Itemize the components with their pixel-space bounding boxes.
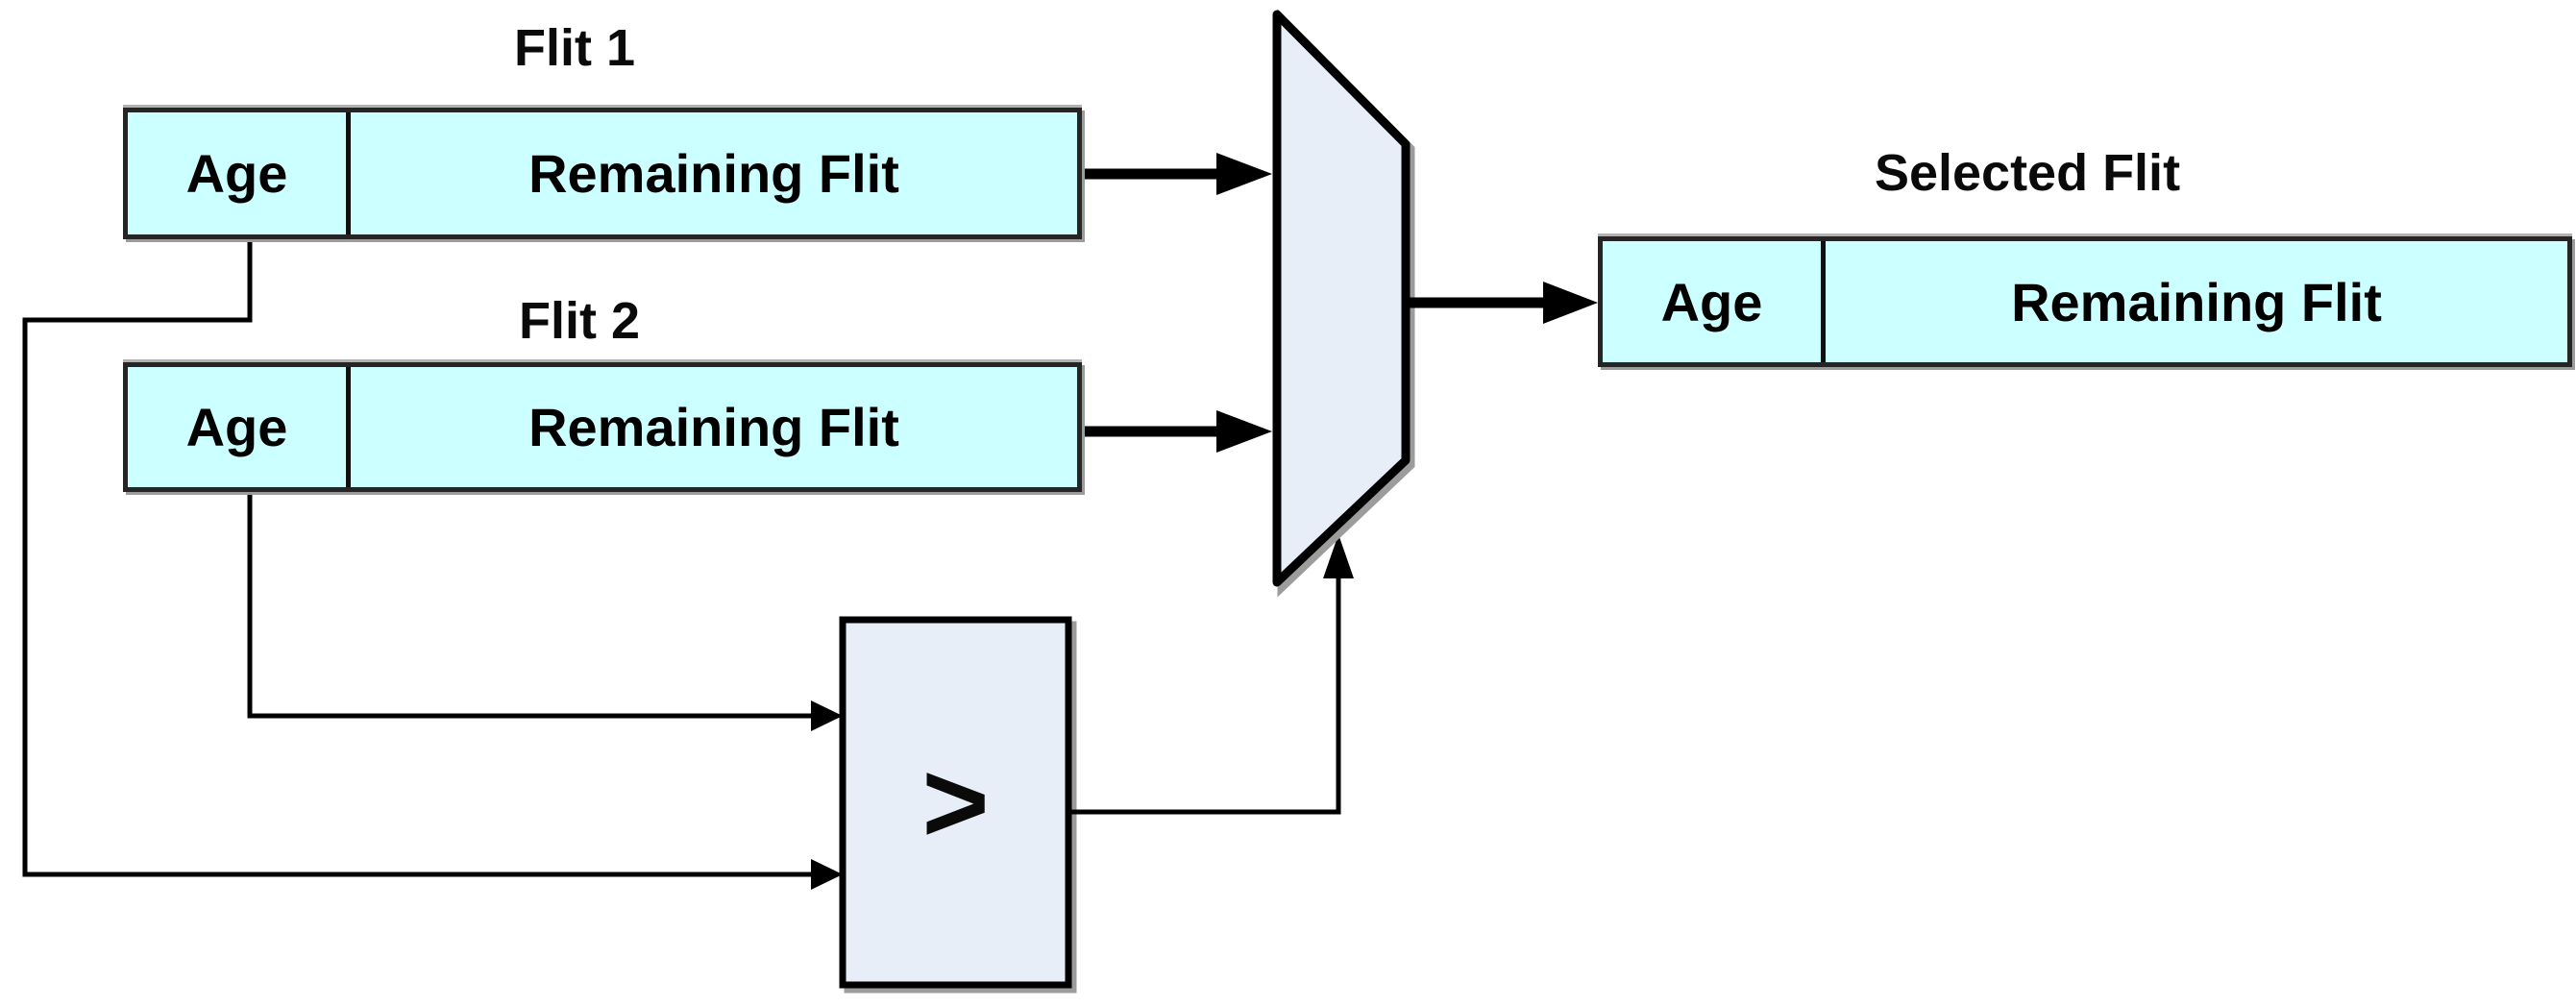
flit1-age-cell: Age (128, 112, 351, 234)
flit2-to-mux-arrow (1082, 410, 1272, 453)
selected-flit-title: Selected Flit (1874, 144, 2181, 202)
selected-age-cell: Age (1603, 241, 1826, 362)
flit1-to-mux-arrow (1082, 153, 1272, 195)
mux-to-selected-arrow (1409, 282, 1598, 324)
selected-remaining-cell: Remaining Flit (2011, 271, 2382, 332)
flit2-age-to-comparator-wire (247, 490, 843, 731)
selected-flit-box: Age Remaining Flit (1598, 236, 2572, 367)
flit2-age-cell: Age (128, 367, 351, 487)
flit2-box: Age Remaining Flit (123, 362, 1082, 492)
flit1-age-to-comparator-wire (22, 237, 843, 890)
flit2-title: Flit 2 (518, 292, 640, 350)
flit2-remaining-cell: Remaining Flit (528, 397, 899, 457)
comparator-to-mux-select-wire (1070, 534, 1354, 815)
mux-shape (1272, 9, 1415, 598)
flit1-title: Flit 1 (513, 19, 635, 77)
flit1-box: Age Remaining Flit (123, 108, 1082, 239)
comparator-box (839, 616, 1077, 994)
flit1-remaining-cell: Remaining Flit (528, 143, 899, 204)
comparator-symbol: > (921, 738, 990, 867)
